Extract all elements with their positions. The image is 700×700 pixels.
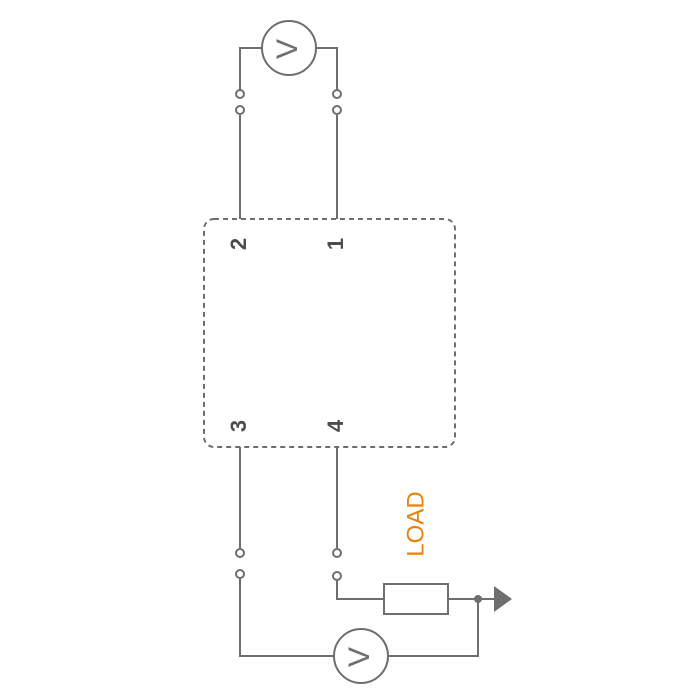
wire-top-meter-right [315, 47, 338, 90]
pin-1-label: 1 [323, 238, 348, 250]
terminal-top-right-upper [332, 89, 342, 99]
wire-top-meter-left [239, 47, 262, 90]
terminal-bottom-right-upper [332, 548, 342, 558]
terminal-top-right-lower [332, 105, 342, 115]
top-voltmeter-symbol: V [271, 39, 304, 59]
pin-2-label: 2 [226, 238, 251, 250]
wire-bottom-meter-right [388, 599, 479, 657]
bottom-voltmeter-symbol: V [343, 647, 376, 667]
load-resistor [383, 583, 449, 615]
wire-bottom-meter-left [239, 578, 334, 657]
ground-arrow-icon [494, 586, 512, 612]
top-voltmeter [261, 20, 317, 76]
terminal-bottom-left-upper [235, 548, 245, 558]
pin-3-label: 3 [226, 420, 251, 432]
bottom-voltmeter [333, 628, 389, 684]
terminal-top-left-lower [235, 105, 245, 115]
wire-to-load [336, 580, 384, 600]
terminal-bottom-left-lower [235, 569, 245, 579]
terminal-top-left-upper [235, 89, 245, 99]
pin-4-label: 4 [323, 419, 348, 432]
terminal-bottom-right-lower [332, 571, 342, 581]
module-box [203, 218, 456, 448]
load-label: LOAD [402, 491, 429, 556]
